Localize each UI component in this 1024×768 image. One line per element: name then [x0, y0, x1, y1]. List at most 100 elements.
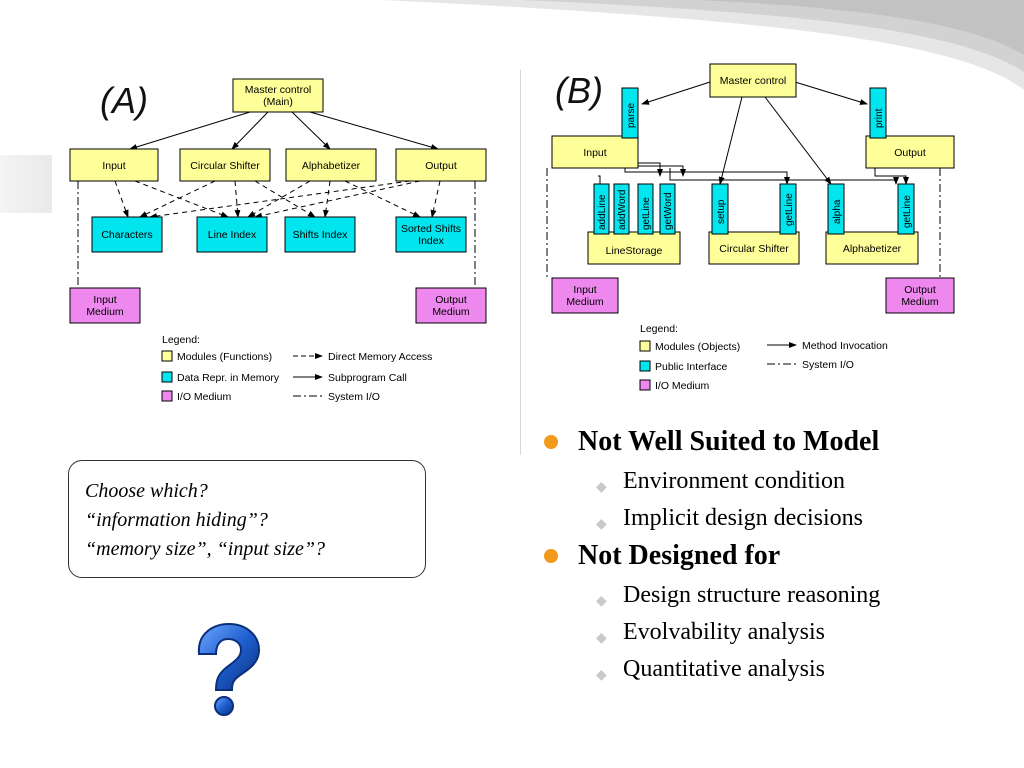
a-output-medium-line1: Output: [435, 294, 467, 306]
b-getline-interface-1: [637, 183, 654, 235]
b-setup-text: setup: [716, 199, 727, 224]
b-legend-systemio: System I/O: [802, 359, 854, 371]
b-getword-text: getWord: [663, 192, 674, 230]
b-output-text: Output: [894, 147, 926, 159]
b-parse-interface: [621, 87, 639, 139]
bullet-item: Not Designed for: [540, 538, 1010, 578]
b-print-interface: [869, 87, 887, 139]
b-parse-text: parse: [626, 103, 637, 128]
b-circular-shifter-module: [708, 231, 800, 265]
b-input-text: Input: [583, 147, 606, 159]
bullet-item: Not Well Suited to Model: [540, 424, 1010, 464]
b-circular-shifter-text: Circular Shifter: [719, 243, 789, 255]
sub-bullet-item: ◆ Implicit design decisions: [540, 501, 1010, 538]
diagram-a-label: (A): [100, 80, 148, 121]
b-output-medium-line1: Output: [904, 284, 936, 296]
b-addline-interface: [593, 183, 610, 235]
b-addword-text: addWord: [617, 190, 628, 230]
a-input-module: [69, 148, 159, 182]
a-legend-systemio: System I/O: [328, 391, 380, 403]
bullet-list: Not Well Suited to Model ◆ Environment c…: [540, 424, 1010, 689]
callout-line-3: “memory size”, “input size”?: [85, 538, 326, 560]
b-input-module: [551, 135, 639, 169]
callout-line-1: Choose which?: [85, 480, 208, 502]
b-getline-text-3: getLine: [902, 195, 913, 228]
sub-bullet-item: ◆ Quantitative analysis: [540, 652, 1010, 689]
diamond-icon: ◆: [596, 517, 607, 532]
a-legend: Legend: Modules (Functions) Data Repr. i…: [161, 334, 432, 403]
a-master-line2: (Main): [263, 96, 293, 108]
b-input-medium-line2: Medium: [566, 296, 604, 308]
a-input-text: Input: [102, 160, 125, 172]
a-circular-shifter-text: Circular Shifter: [190, 160, 260, 172]
a-shifts-index-data: [284, 216, 356, 253]
sub-bullet-item: ◆ Evolvability analysis: [540, 615, 1010, 652]
a-legend-direct: Direct Memory Access: [328, 351, 432, 363]
b-input-medium: [551, 277, 619, 314]
b-master-control: [709, 63, 797, 98]
a-characters-text: Characters: [101, 229, 152, 241]
b-print-text: print: [874, 108, 885, 128]
b-getline-interface-3: [897, 183, 915, 235]
sub-bullet-text: Implicit design decisions: [623, 505, 863, 531]
a-input-medium-line1: Input: [93, 294, 116, 306]
a-input-medium-line2: Medium: [86, 306, 124, 318]
sub-bullet-text: Quantitative analysis: [623, 656, 825, 682]
b-output-medium-line2: Medium: [901, 296, 939, 308]
b-addword-interface: [613, 183, 630, 235]
b-alpha-interface: [827, 183, 845, 235]
b-legend: Legend: Modules (Objects) Public Interfa…: [639, 323, 888, 392]
corner-decoration: [380, 0, 1024, 90]
b-input-medium-line1: Input: [573, 284, 596, 296]
b-alphabetizer-module: [825, 231, 919, 265]
b-legend-public: Public Interface: [655, 361, 728, 373]
sub-bullet-item: ◆ Environment condition: [540, 464, 1010, 501]
a-line-index-text: Line Index: [208, 229, 257, 241]
a-sorted-shifts-line2: Index: [418, 235, 444, 247]
callout-box: Choose which? “information hiding”? “mem…: [68, 460, 426, 578]
a-output-medium-line2: Medium: [432, 306, 470, 318]
a-input-medium: [69, 287, 141, 324]
b-output-medium: [885, 277, 955, 314]
a-sorted-shifts-data: [395, 216, 467, 253]
a-output-module: [395, 148, 487, 182]
diagram-b: parse print addLine addWord getLine getW…: [546, 63, 955, 392]
diamond-icon: ◆: [596, 631, 607, 646]
question-mark-icon: [197, 622, 261, 716]
sub-bullet-text: Evolvability analysis: [623, 619, 825, 645]
a-alphabetizer-module: [285, 148, 377, 182]
a-legend-subprogram: Subprogram Call: [328, 372, 407, 384]
a-legend-modules: Modules (Functions): [177, 351, 272, 363]
side-shade: [0, 155, 52, 213]
b-linestorage-module: [587, 231, 681, 265]
b-alpha-text: alpha: [832, 199, 843, 224]
b-master-text: Master control: [720, 75, 787, 87]
b-linestorage-text: LineStorage: [606, 245, 663, 257]
a-circular-shifter-module: [179, 148, 271, 182]
panel-divider: [520, 70, 521, 455]
b-setup-interface: [711, 183, 729, 235]
b-getline-text-1: getLine: [641, 197, 652, 230]
a-shifts-index-text: Shifts Index: [293, 229, 349, 241]
a-output-text: Output: [425, 160, 457, 172]
b-legend-modules: Modules (Objects): [655, 341, 740, 353]
b-legend-io: I/O Medium: [655, 380, 710, 392]
sub-bullet-text: Environment condition: [623, 468, 845, 494]
b-legend-method: Method Invocation: [802, 340, 888, 352]
a-legend-title: Legend:: [162, 334, 200, 346]
b-addline-text: addLine: [597, 194, 608, 230]
b-output-module: [865, 135, 955, 169]
bullet-text: Not Designed for: [578, 540, 781, 571]
sub-bullet-text: Design structure reasoning: [623, 582, 881, 608]
b-getword-interface: [659, 183, 676, 235]
b-legend-title: Legend:: [640, 323, 678, 335]
bullet-text: Not Well Suited to Model: [578, 426, 880, 457]
orange-dot-icon: [544, 435, 558, 449]
b-getline-text-2: getLine: [784, 193, 795, 226]
diagram-a: Master control (Main) Input Circular Shi…: [69, 78, 487, 403]
b-alphabetizer-text: Alphabetizer: [843, 243, 902, 255]
a-master-control: [232, 78, 324, 113]
diagram-b-label: (B): [555, 70, 603, 111]
a-legend-io: I/O Medium: [177, 391, 232, 403]
a-line-index-data: [196, 216, 268, 253]
